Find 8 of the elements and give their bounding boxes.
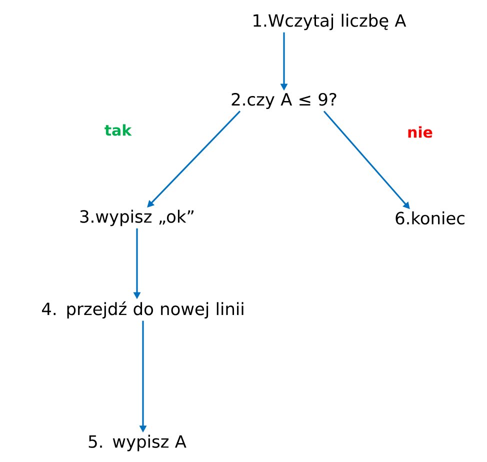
step-text: 4. przejdź do nowej linii	[42, 301, 244, 319]
step-text: 3.wypisz „ok”	[80, 210, 194, 226]
edge-label: nie	[408, 126, 432, 138]
edge-label: tak	[104, 124, 132, 136]
step-text: 5. wypisz A	[88, 434, 186, 452]
step-text: 1.Wczytaj liczbę A	[254, 14, 406, 30]
step-text: 6.koniec	[396, 211, 464, 225]
step-text: 2.czy A ≤ 9?	[232, 92, 336, 110]
